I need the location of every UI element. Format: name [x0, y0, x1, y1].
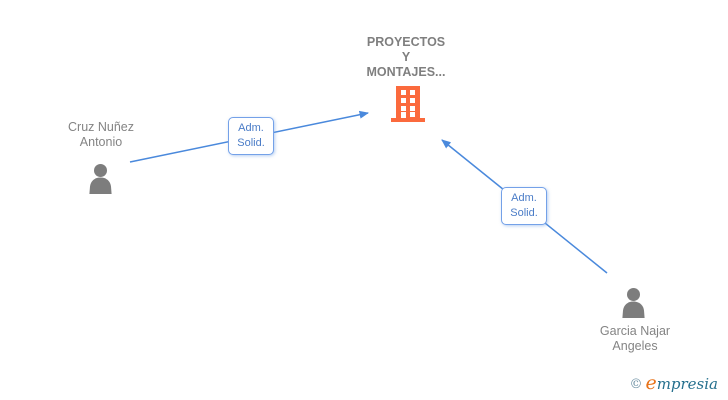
person-icon[interactable] — [621, 288, 646, 323]
edge-label-adm-solid-1[interactable]: Adm. Solid. — [228, 117, 274, 155]
edge-label-adm-solid-2[interactable]: Adm. Solid. — [501, 187, 547, 225]
person-name: Garcia Najar Angeles — [599, 324, 671, 353]
person-name: Cruz Nuñez Antonio — [68, 120, 134, 149]
empresia-logo-initial: e — [645, 372, 657, 394]
empresia-logo-text: mpresia — [656, 375, 718, 393]
company-name: PROYECTOS Y MONTAJES... — [366, 35, 446, 79]
copyright-icon: © — [629, 377, 643, 392]
person-icon[interactable] — [88, 164, 113, 199]
building-icon[interactable] — [391, 86, 425, 127]
empresia-logo: ©empresia — [629, 372, 718, 394]
